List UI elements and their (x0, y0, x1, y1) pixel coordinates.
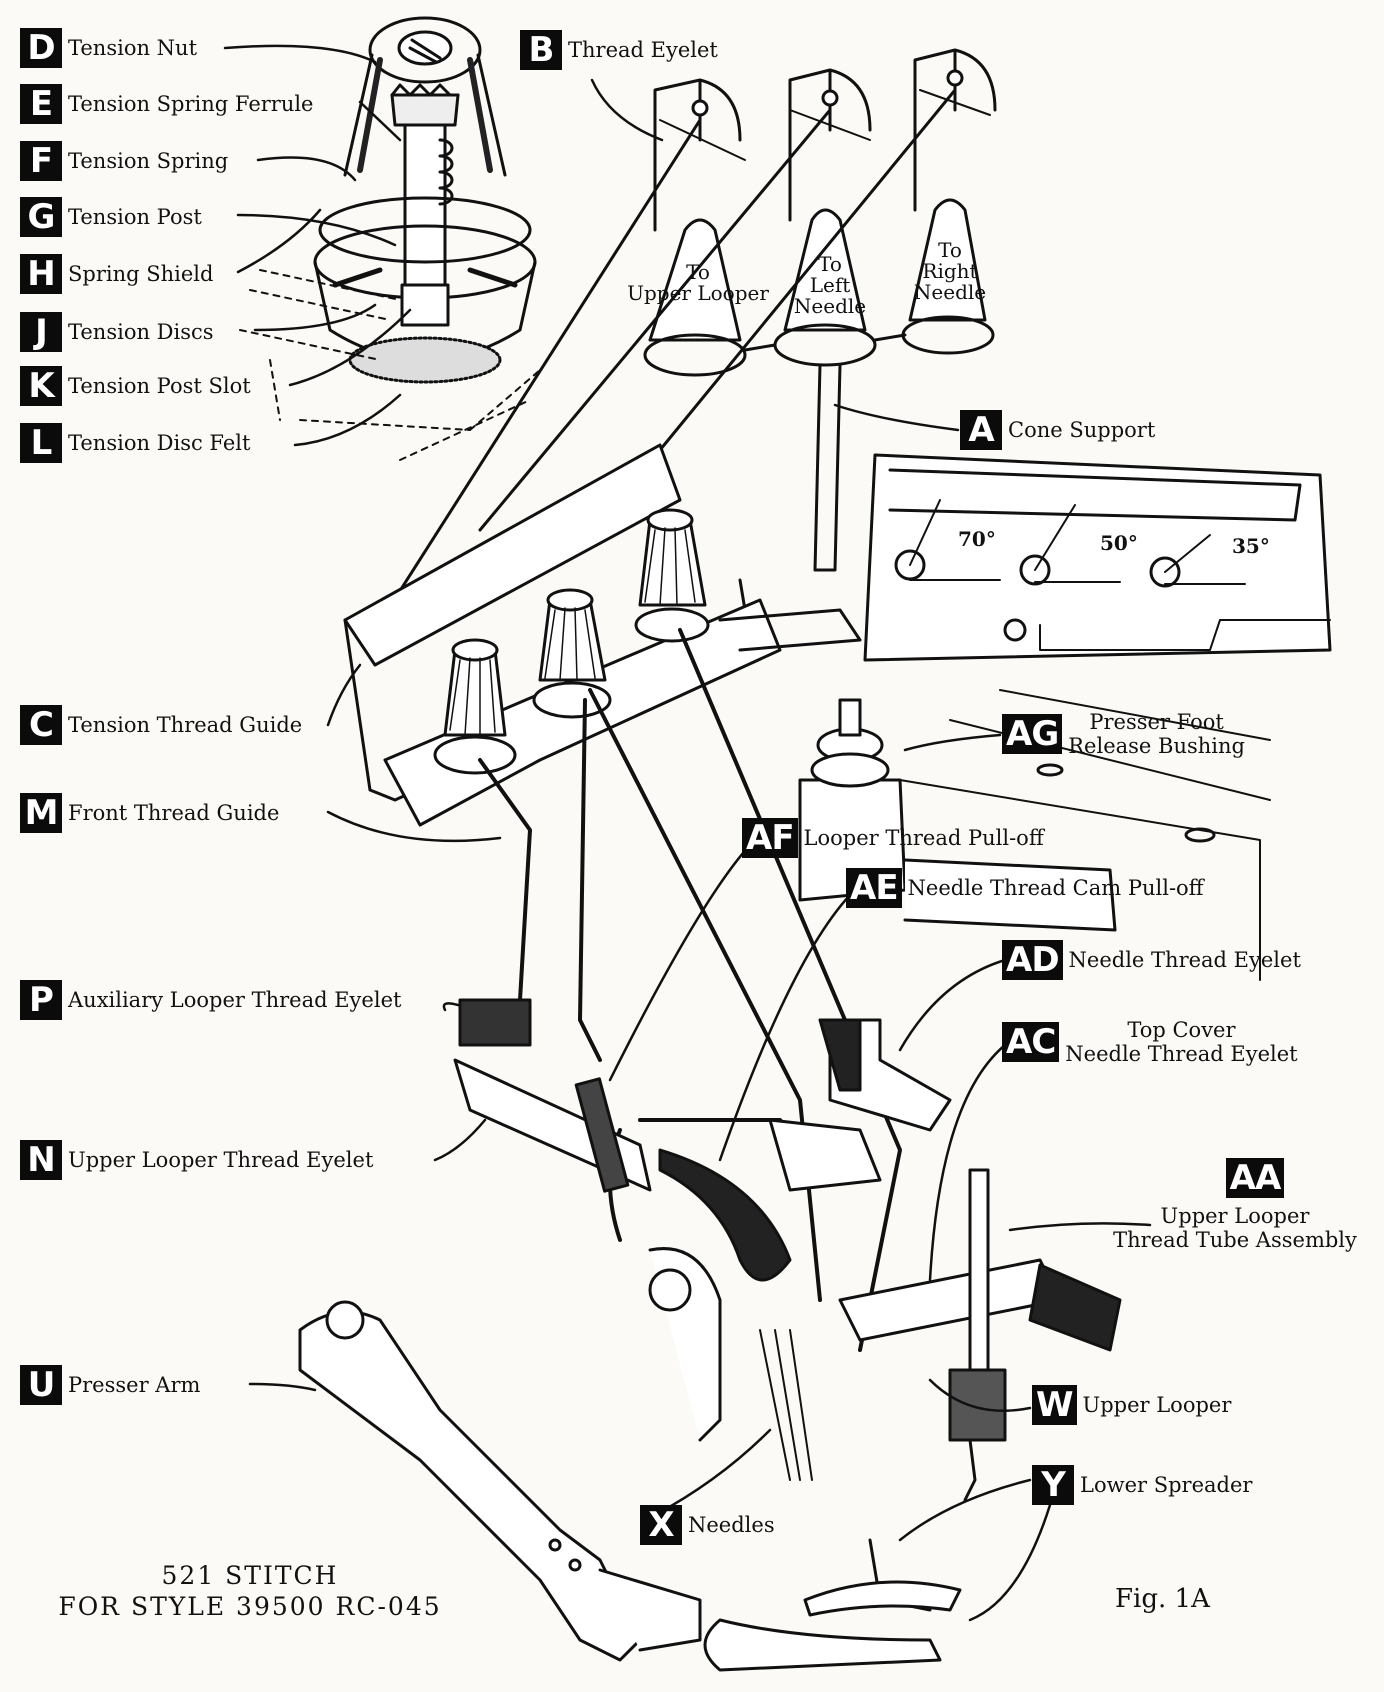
angle-label-70: 70° (958, 527, 996, 551)
callout-presser-foot-release-bushing: AG Presser Foot Release Bushing (1002, 710, 1245, 758)
cone-support-stand-illustration (373, 48, 997, 632)
angle-label-35: 35° (1232, 534, 1270, 558)
callout-text: Upper Looper Thread Eyelet (68, 1147, 374, 1172)
callout-upper-looper-thread-tube-assembly: AA Upper Looper Thread Tube Assembly (1090, 1158, 1380, 1252)
callout-front-thread-guide: M Front Thread Guide (20, 793, 279, 833)
callout-text: Tension Discs (68, 319, 214, 344)
callout-letter: AE (846, 868, 902, 908)
angle-label-50: 50° (1100, 531, 1138, 555)
callout-lower-spreader: Y Lower Spreader (1032, 1465, 1252, 1505)
callout-text: Tension Thread Guide (68, 712, 303, 737)
tension-assembly-illustration (239, 16, 541, 461)
cone-label-upper-looper: To Upper Looper (627, 260, 769, 305)
callout-top-cover-needle-thread-eyelet: AC Top Cover Needle Thread Eyelet (1002, 1018, 1298, 1066)
callout-letter: B (520, 30, 562, 70)
callout-text: Auxiliary Looper Thread Eyelet (68, 987, 402, 1012)
callout-letter: W (1032, 1385, 1077, 1425)
callout-letter: Y (1032, 1465, 1074, 1505)
callout-tension-post: G Tension Post (20, 197, 202, 237)
callout-tension-thread-guide: C Tension Thread Guide (20, 705, 302, 745)
callout-letter: H (20, 254, 62, 294)
callout-tension-discs: J Tension Discs (20, 312, 214, 352)
caption-line2: FOR STYLE 39500 RC-045 (58, 1592, 442, 1622)
callout-text-line1: Presser Foot (1089, 710, 1224, 734)
callout-cone-support: A Cone Support (960, 410, 1155, 450)
callout-text: Needle Thread Cam Pull-off (907, 875, 1204, 900)
callout-tension-spring-ferrule: E Tension Spring Ferrule (20, 84, 314, 124)
caption-line1: 521 STITCH (161, 1561, 339, 1590)
callout-text-line2: Release Bushing (1068, 734, 1245, 759)
callout-letter: J (20, 312, 62, 352)
callout-text: Tension Post (68, 204, 202, 229)
callout-letter: U (20, 1365, 62, 1405)
callout-text: Thread Eyelet (568, 37, 718, 62)
callout-text: Tension Spring (68, 148, 229, 173)
callout-text: Cone Support (1008, 417, 1156, 442)
callout-text: Tension Disc Felt (68, 430, 251, 455)
callout-thread-eyelet: B Thread Eyelet (520, 30, 718, 70)
callout-letter: G (20, 197, 62, 237)
callout-letter: A (960, 410, 1002, 450)
callout-looper-thread-pull-off: AF Looper Thread Pull-off (742, 818, 1044, 858)
callout-upper-looper: W Upper Looper (1032, 1385, 1231, 1425)
callout-needle-thread-eyelet: AD Needle Thread Eyelet (1002, 940, 1301, 980)
callout-letter: AC (1002, 1022, 1060, 1063)
callout-text: Looper Thread Pull-off (803, 825, 1044, 850)
diagram-caption: 521 STITCH FOR STYLE 39500 RC-045 (30, 1560, 470, 1623)
callout-letter: X (640, 1505, 682, 1545)
callout-letter: K (20, 366, 62, 406)
callout-text-line1: Top Cover (1127, 1018, 1236, 1042)
callout-text-line2: Thread Tube Assembly (1113, 1228, 1357, 1253)
tension-angle-detail-illustration (863, 453, 1332, 662)
callout-upper-looper-thread-eyelet: N Upper Looper Thread Eyelet (20, 1140, 373, 1180)
callout-text-line1: Upper Looper (1160, 1204, 1310, 1228)
callout-tension-spring: F Tension Spring (20, 141, 228, 181)
callout-letter: E (20, 84, 62, 124)
callout-letter: C (20, 705, 62, 745)
cone-label-left-needle: To Left Needle (793, 252, 867, 318)
callout-text: Front Thread Guide (68, 800, 280, 825)
callout-letter: AG (1002, 714, 1063, 755)
callout-text-line2: Needle Thread Eyelet (1065, 1042, 1298, 1067)
callout-text: Needle Thread Eyelet (1068, 947, 1301, 972)
callout-text: Upper Looper (1082, 1392, 1232, 1417)
callout-text: Tension Spring Ferrule (68, 91, 314, 116)
callout-letter: AD (1002, 940, 1063, 980)
callout-letter: F (20, 141, 62, 181)
callout-presser-arm: U Presser Arm (20, 1365, 200, 1405)
callout-text: Needles (688, 1512, 775, 1537)
callout-text: Spring Shield (68, 261, 214, 286)
presser-foot-block-illustration (798, 689, 1271, 981)
callout-letter: AA (1225, 1158, 1285, 1198)
cone-label-right-needle: To Right Needle (913, 238, 987, 304)
callout-tension-disc-felt: L Tension Disc Felt (20, 423, 250, 463)
callout-spring-shield: H Spring Shield (20, 254, 213, 294)
callout-letter: AF (742, 818, 798, 858)
callout-text: Tension Post Slot (68, 373, 251, 398)
callout-tension-nut: D Tension Nut (20, 28, 197, 68)
callout-letter: L (20, 423, 62, 463)
callout-text: Lower Spreader (1080, 1472, 1253, 1497)
presser-arm-illustration (298, 1300, 702, 1662)
callout-text: Tension Nut (68, 35, 198, 60)
figure-label: Fig. 1A (1115, 1584, 1210, 1614)
callout-letter: D (20, 28, 62, 68)
callout-auxiliary-looper-thread-eyelet: P Auxiliary Looper Thread Eyelet (20, 980, 401, 1020)
tension-thread-guide-illustration (343, 443, 862, 827)
callout-letter: N (20, 1140, 62, 1180)
callout-letter: M (20, 793, 62, 833)
callout-text: Presser Arm (68, 1372, 201, 1397)
callout-tension-post-slot: K Tension Post Slot (20, 366, 251, 406)
callout-needle-thread-cam-pull-off: AE Needle Thread Cam Pull-off (846, 868, 1204, 908)
callout-needles: X Needles (640, 1505, 775, 1545)
callout-letter: P (20, 980, 62, 1020)
looper-assembly-illustration (453, 998, 1122, 1672)
